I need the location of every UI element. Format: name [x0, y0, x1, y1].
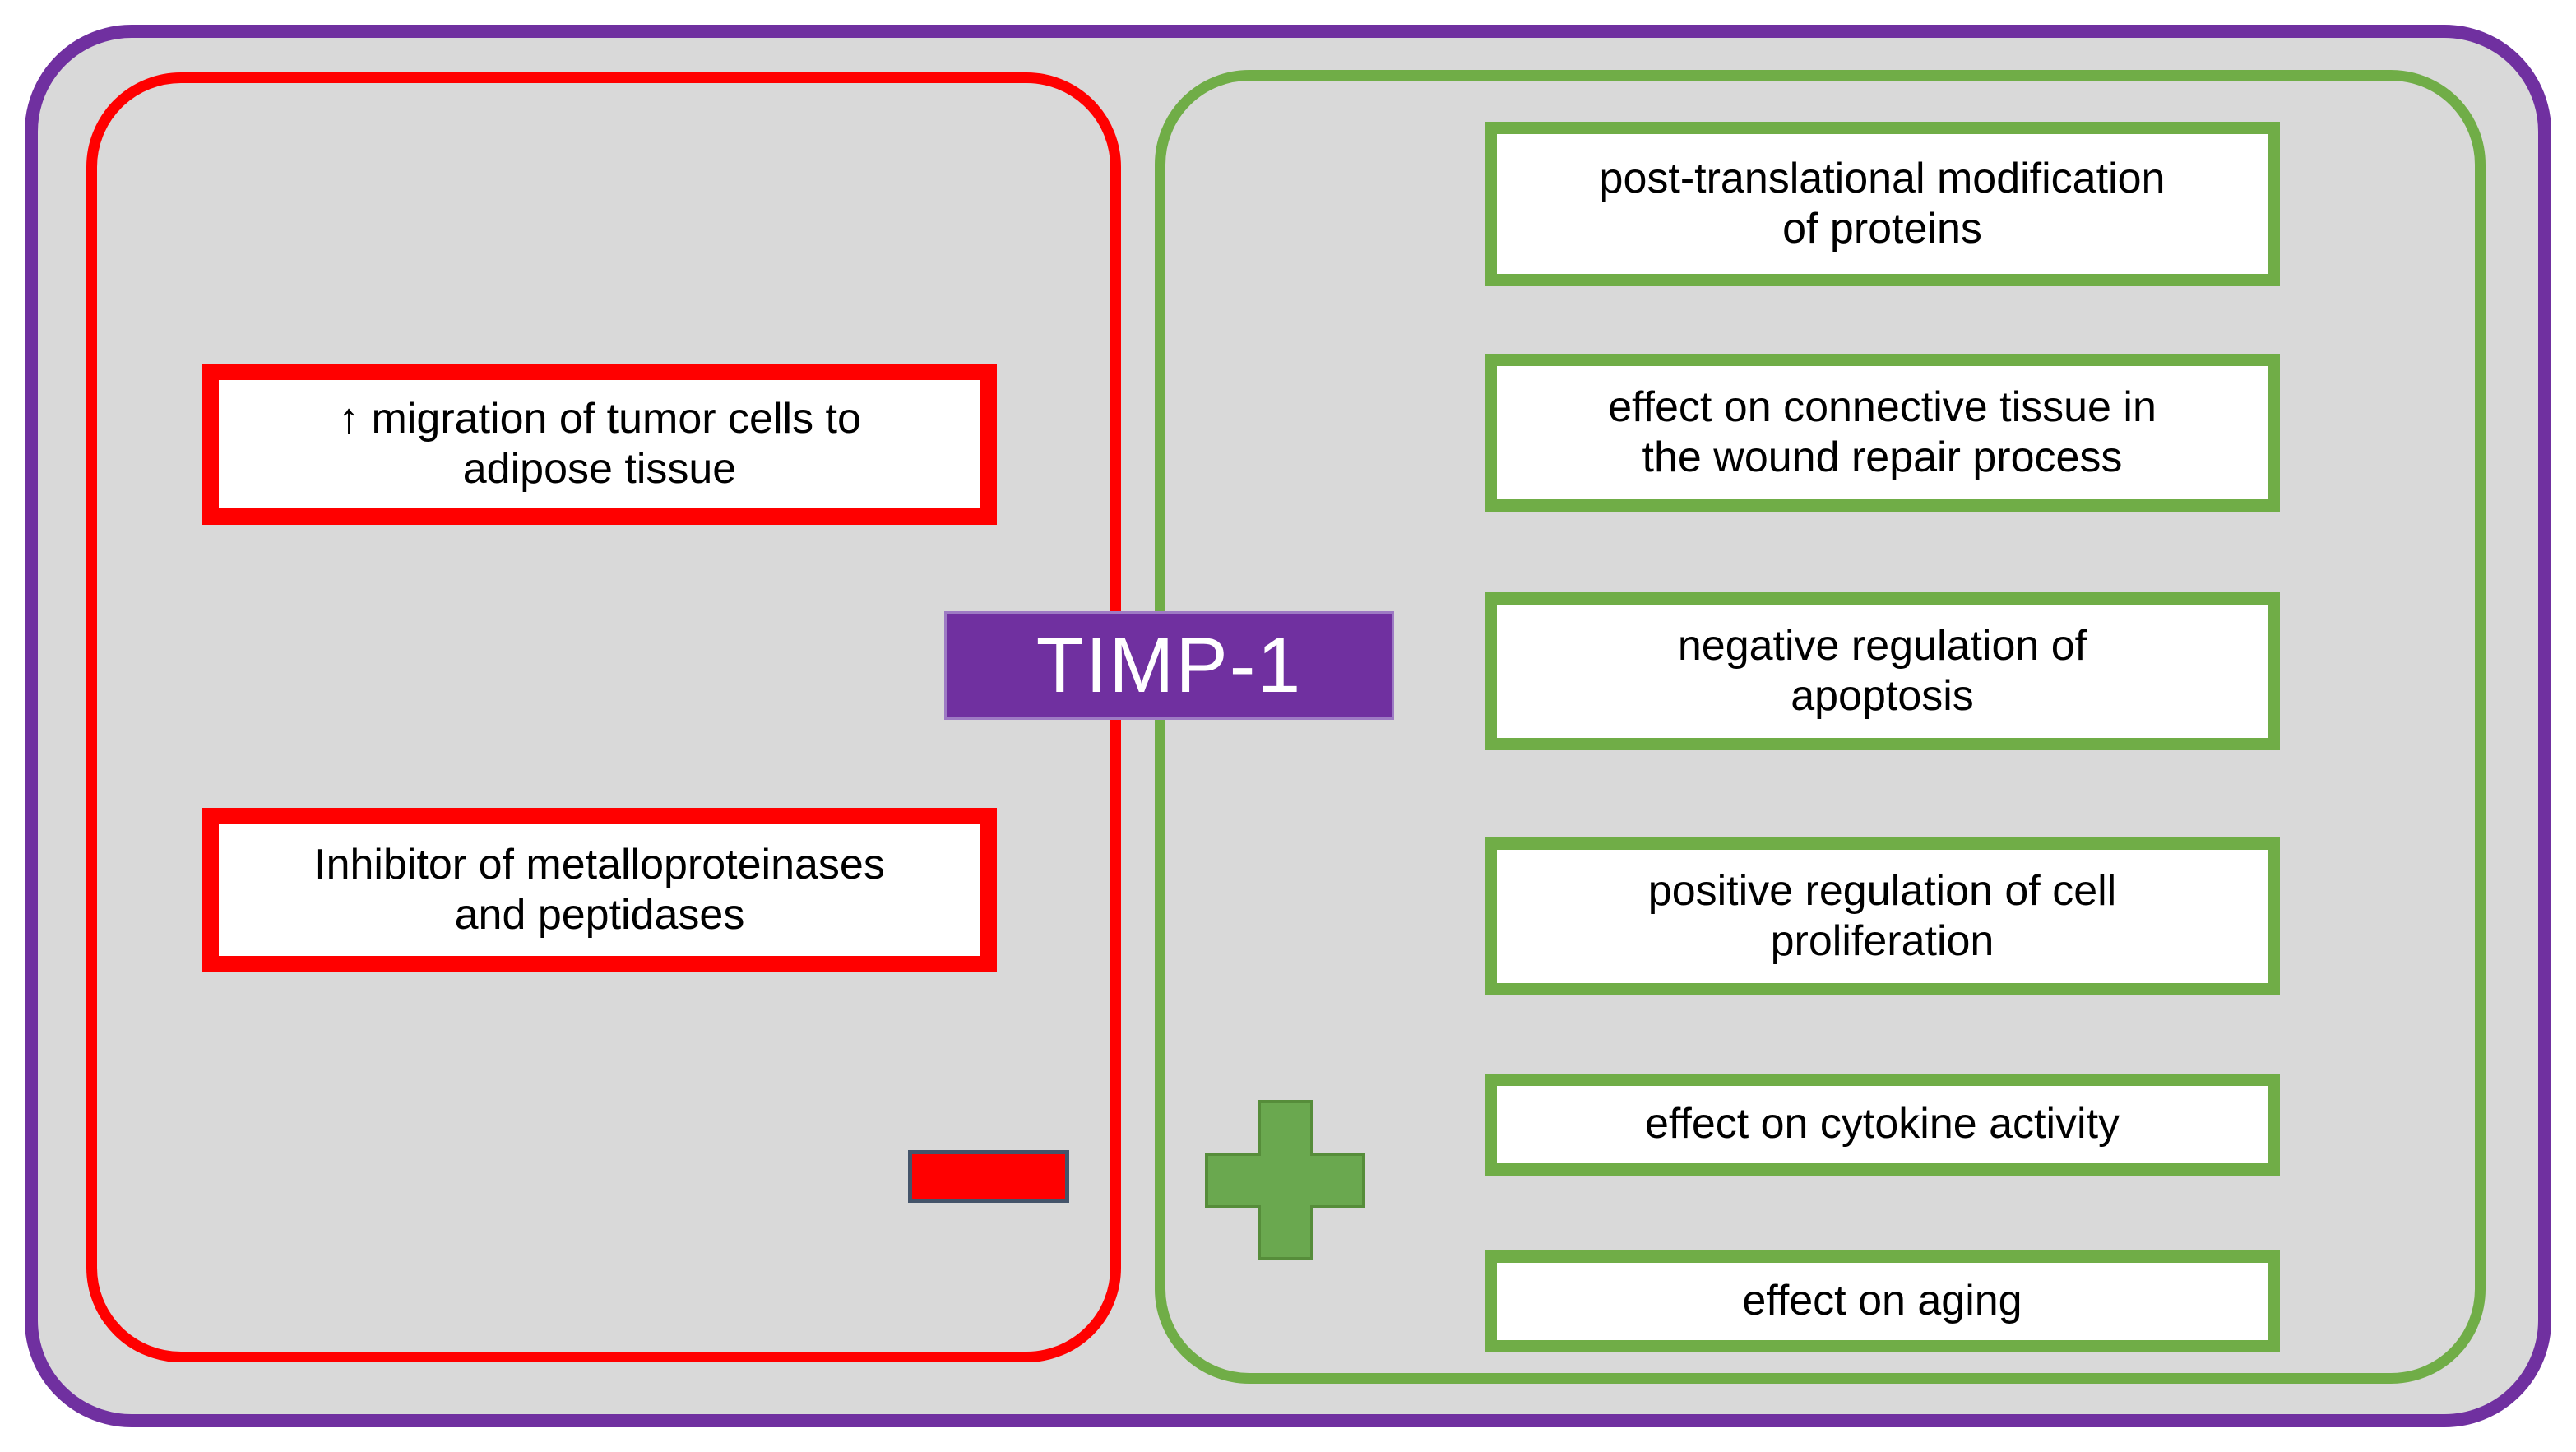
negative-effects-panel — [86, 72, 1121, 1362]
negative-item-box: Inhibitor of metalloproteinases and pept… — [202, 808, 997, 972]
positive-item-box: effect on connective tissue in the wound… — [1485, 354, 2280, 512]
positive-item-label: post-translational modification of prote… — [1599, 154, 2166, 253]
minus-icon — [908, 1150, 1069, 1203]
positive-item-label: effect on aging — [1742, 1277, 2022, 1325]
positive-item-label: effect on connective tissue in the wound… — [1608, 383, 2157, 481]
positive-item-box: negative regulation of apoptosis — [1485, 592, 2280, 750]
positive-item-box: effect on aging — [1485, 1250, 2280, 1352]
positive-item-box: effect on cytokine activity — [1485, 1074, 2280, 1176]
positive-effects-panel — [1155, 70, 2486, 1384]
negative-item-label: Inhibitor of metalloproteinases and pept… — [314, 840, 885, 939]
negative-item-box: ↑ migration of tumor cells to adipose ti… — [202, 364, 997, 525]
timp1-label: TIMP-1 — [1035, 621, 1303, 709]
positive-item-label: effect on cytokine activity — [1644, 1100, 2120, 1148]
positive-item-label: negative regulation of apoptosis — [1677, 621, 2087, 720]
positive-item-box: positive regulation of cell proliferatio… — [1485, 837, 2280, 995]
positive-item-box: post-translational modification of prote… — [1485, 122, 2280, 286]
positive-item-label: positive regulation of cell proliferatio… — [1647, 866, 2117, 965]
plus-icon — [1205, 1100, 1365, 1260]
timp1-badge: TIMP-1 — [944, 611, 1394, 720]
negative-item-label: ↑ migration of tumor cells to adipose ti… — [338, 394, 861, 493]
